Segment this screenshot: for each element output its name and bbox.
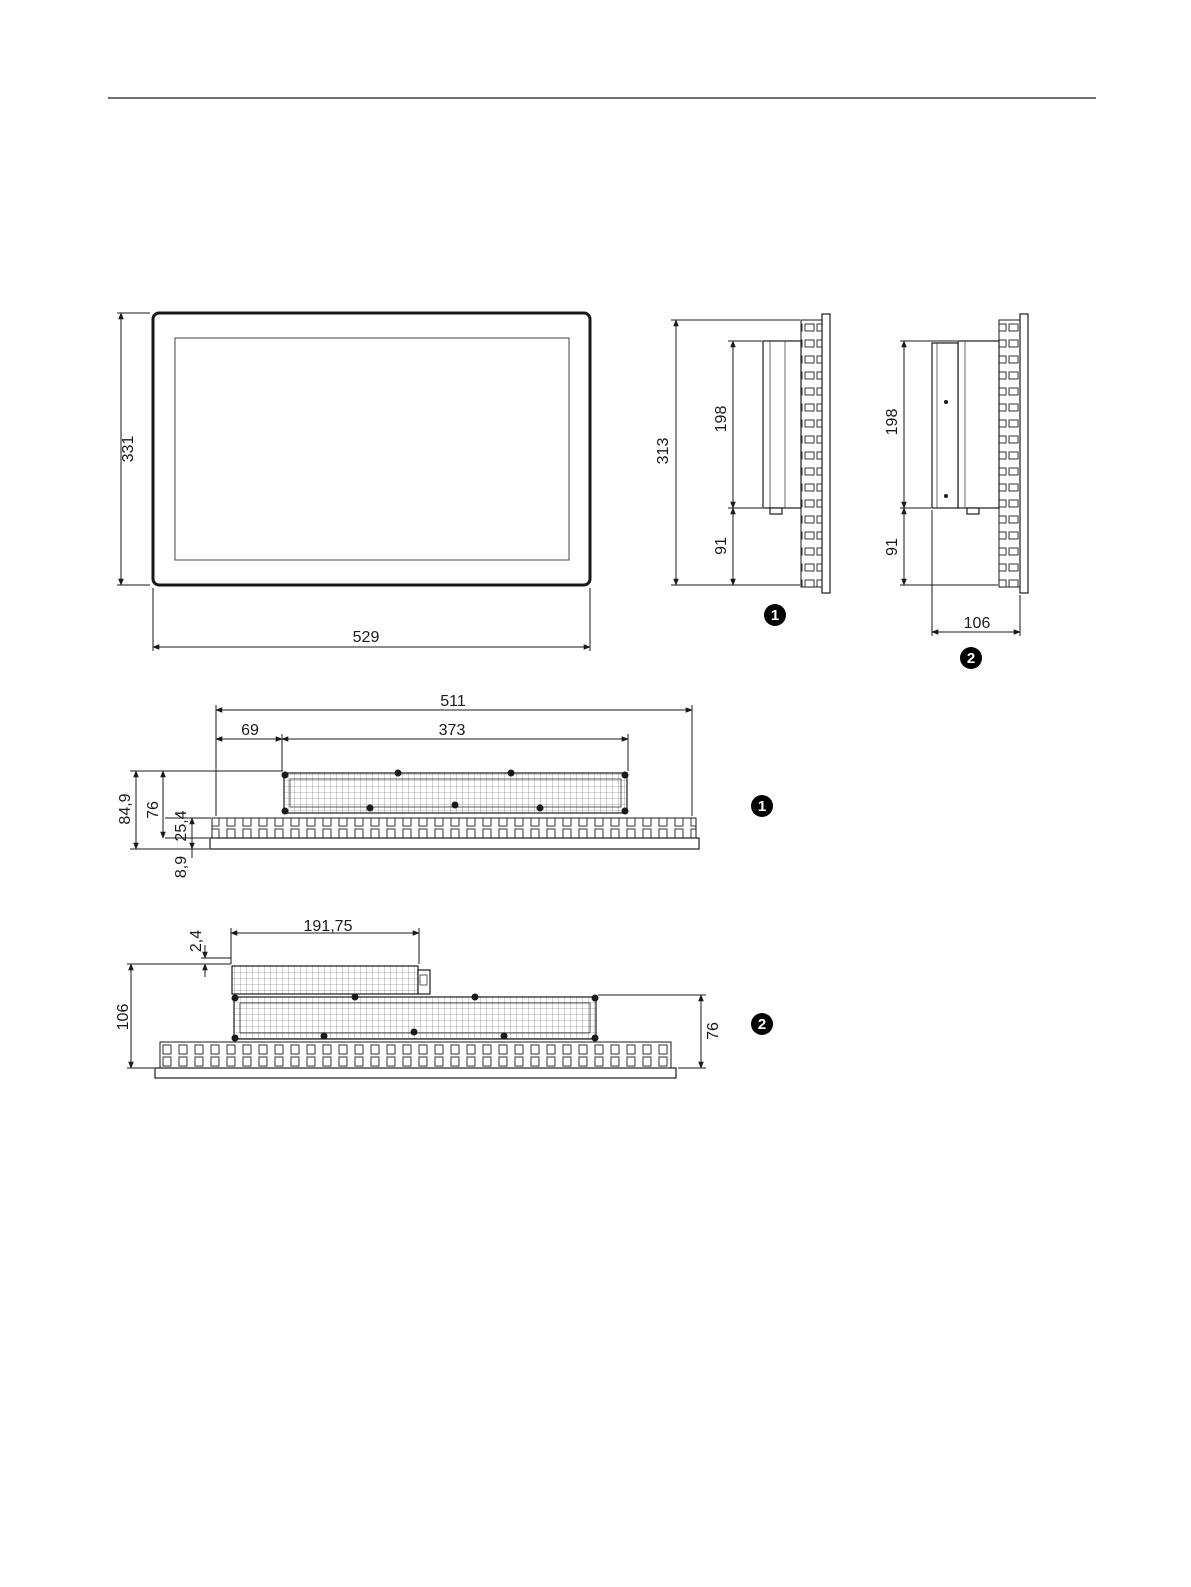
dim-top1-h-frame: 25,4	[173, 810, 190, 841]
callout-2-top-label: 2	[758, 1016, 766, 1033]
dim-side2-lower: 91	[884, 538, 901, 556]
dim-side1-lower: 91	[713, 537, 730, 555]
dim-side1-total: 313	[655, 438, 672, 465]
side-view-1: 313 198 91 1	[655, 314, 830, 626]
dim-side2-depth: 106	[964, 615, 991, 632]
dim-top1-h-module: 76	[145, 801, 162, 819]
dim-top2-h-total: 106	[115, 1004, 132, 1031]
side-view-2: 198 91 106 2	[884, 314, 1028, 669]
top-view-2: 191,75 2,4 106 76 2	[115, 918, 773, 1078]
front-view: 331 529	[117, 313, 590, 651]
dim-top1-module: 373	[439, 722, 466, 739]
dim-top2-gap: 2,4	[188, 930, 205, 952]
callout-1-top-label: 1	[758, 798, 766, 815]
dim-side2-upper: 198	[884, 409, 901, 436]
dim-top1-h-total: 84,9	[117, 793, 134, 824]
callout-2-side-label: 2	[967, 650, 975, 667]
dim-top2-expansion: 191,75	[304, 918, 353, 935]
dim-top2-h-module: 76	[705, 1022, 722, 1040]
dim-side1-upper: 198	[713, 406, 730, 433]
dim-top1-overall: 511	[440, 693, 466, 710]
dim-top1-offset: 69	[241, 722, 259, 739]
top-view-1: 511 69 373 84,9 76 25,4 8,9 1	[117, 693, 773, 878]
front-display-area	[175, 338, 569, 560]
dim-front-width: 529	[353, 629, 380, 646]
dim-front-height: 331	[120, 436, 137, 463]
callout-1-side-label: 1	[771, 607, 779, 624]
dim-top1-h-bezel: 8,9	[173, 856, 190, 878]
